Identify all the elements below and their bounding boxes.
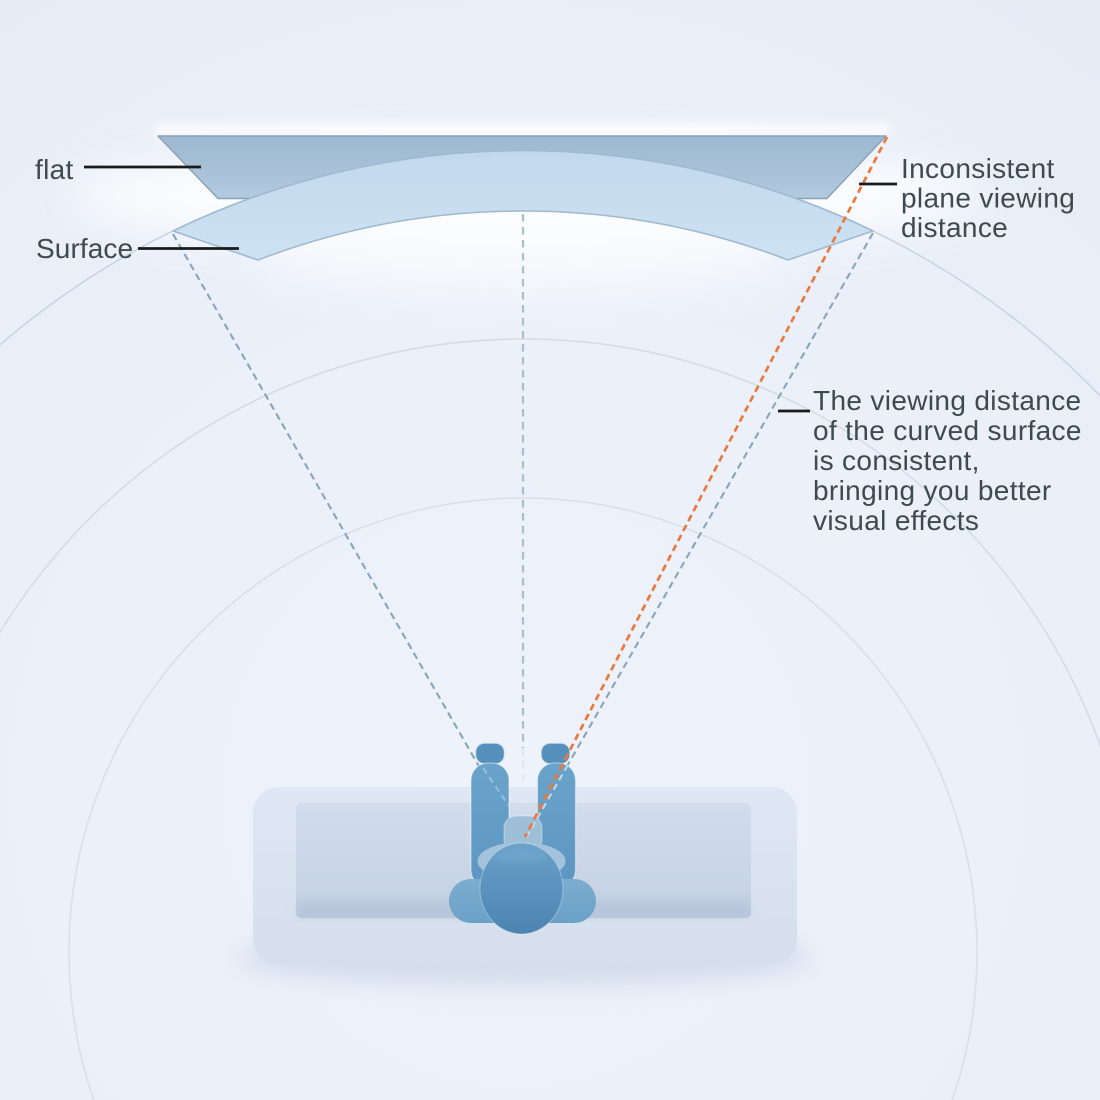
- svg-text:is consistent,: is consistent,: [813, 445, 980, 476]
- svg-text:distance: distance: [901, 212, 1008, 243]
- svg-text:Inconsistent: Inconsistent: [901, 153, 1055, 184]
- svg-text:The viewing distance: The viewing distance: [813, 385, 1081, 416]
- svg-text:plane viewing: plane viewing: [901, 183, 1075, 214]
- svg-text:Surface: Surface: [36, 233, 133, 264]
- svg-text:flat: flat: [35, 154, 74, 185]
- svg-text:of the curved surface: of the curved surface: [813, 415, 1082, 446]
- svg-text:bringing you better: bringing you better: [813, 475, 1052, 506]
- svg-text:visual effects: visual effects: [813, 505, 979, 536]
